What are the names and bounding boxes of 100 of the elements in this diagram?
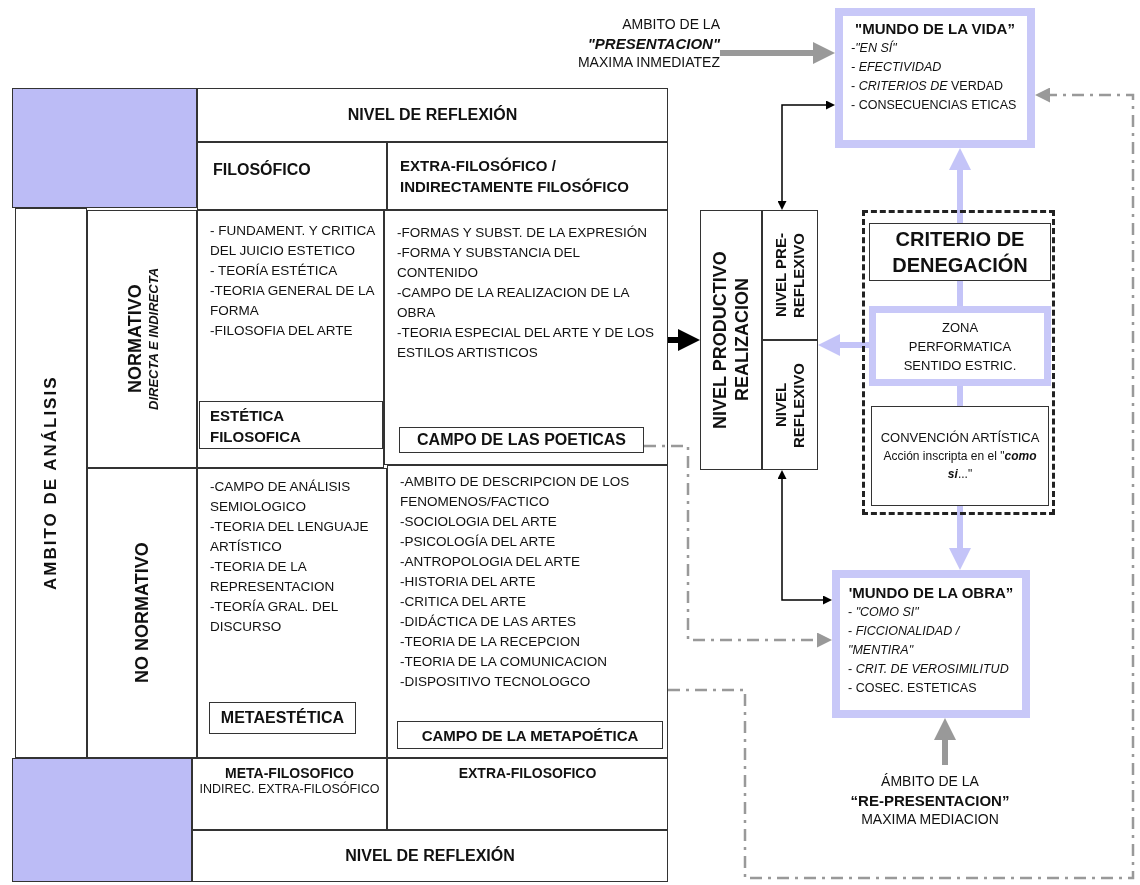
- label-text: -TEORIA DE LA COMUNICACION: [400, 653, 608, 671]
- label-text: ESTÉTICA FILOSOFICA: [210, 406, 302, 447]
- field-box: [399, 427, 644, 453]
- label-text: - FUNDAMENT. Y CRITICA DEL JUICIO ESTETICO: [210, 222, 375, 260]
- label-text: CAMPO DE LAS POETICAS: [417, 431, 626, 449]
- footer-cell: [387, 758, 668, 830]
- row-header: [15, 208, 87, 758]
- label-text: FILOSÓFICO: [213, 161, 311, 179]
- level-box: [762, 340, 818, 470]
- table-cell: [197, 210, 384, 468]
- level-box: [700, 210, 762, 470]
- criterion-box: [869, 223, 1051, 281]
- table-cell: [387, 465, 668, 758]
- label-text: EXTRA-FILOSOFICO: [458, 765, 597, 781]
- arrow: [818, 334, 869, 356]
- label-text: -TEORIA DEL LENGUAJE ARTÍSTICO: [210, 518, 370, 556]
- label-text: -PSICOLOGÍA DEL ARTE: [400, 533, 556, 551]
- level-box: [762, 210, 818, 340]
- label-text: - CONSECUENCIAS ETICAS: [851, 97, 1017, 114]
- label-text: Acción inscripta en el "como si...": [882, 448, 1038, 483]
- field-box: [199, 401, 383, 449]
- label-text: MAXIMA MEDIACION: [861, 809, 999, 829]
- arrow: [777, 470, 832, 605]
- connector-line: [957, 386, 963, 406]
- dash-dot-arrow: [668, 87, 1135, 880]
- box-heading: "MUNDO DE LA VIDA”: [855, 20, 1015, 37]
- label-text: -AMBITO DE DESCRIPCION DE LOS FENOMENOS/FACTICO: [400, 473, 631, 511]
- label-text: “RE-PRESENTACION”: [850, 790, 1010, 810]
- corner-cell: [12, 758, 192, 882]
- label-text: NIVEL DE REFLEXIÓN: [345, 847, 515, 865]
- label-text: - "COMO SI": [848, 604, 919, 621]
- label-text: NIVEL PRE-REFLEXIVO: [772, 231, 808, 320]
- label-text: -DISPOSITIVO TECNOLOGCO: [400, 673, 591, 691]
- label-text: -CRITICA DEL ARTE: [400, 593, 527, 611]
- label-text: METAESTÉTICA: [220, 709, 345, 727]
- label-text: ÁMBITO DE LA: [881, 771, 979, 791]
- label-text: - COSEC. ESTETICAS: [848, 680, 977, 697]
- label-text: ZONA PERFORMATICA SENTIDO ESTRIC.: [902, 318, 1018, 375]
- label-text: "PRESENTACION": [587, 33, 720, 53]
- arrow: [949, 506, 971, 570]
- table-cell: [197, 468, 387, 758]
- header-cell: [197, 142, 387, 210]
- label-text: -TEORIA DE LA RECEPCION: [400, 633, 581, 651]
- row-header: [87, 210, 197, 468]
- arrow: [934, 718, 956, 765]
- label-text: AMBITO DE ANÁLISIS: [41, 375, 61, 591]
- table-cell: [384, 210, 668, 465]
- world-box: [832, 570, 1030, 718]
- label-text: META-FILOSOFICO: [225, 765, 354, 781]
- label-text: NIVEL DE REFLEXIÓN: [347, 106, 518, 124]
- box-heading: 'MUNDO DE LA OBRA”: [848, 584, 1014, 601]
- label-text: -FORMA Y SUBSTANCIA DEL CONTENIDO: [397, 244, 581, 282]
- label-text: - CRIT. DE VEROSIMILITUD: [848, 661, 1009, 678]
- label-text: -TEORIA ESPECIAL DEL ARTE Y DE LOS ESTILOS ARTISTICOS: [397, 324, 656, 362]
- corner-cell: [12, 88, 197, 208]
- arrow: [949, 148, 971, 223]
- arrow: [668, 329, 700, 351]
- footer-cell: [192, 830, 668, 882]
- world-box: [835, 8, 1035, 148]
- footer-cell: [192, 758, 387, 830]
- label-text: -FILOSOFIA DEL ARTE: [210, 322, 353, 340]
- label-text: - TEORÍA ESTÉTICA: [210, 262, 338, 280]
- convention-box: [871, 406, 1049, 506]
- label-text: - EFECTIVIDAD: [851, 59, 942, 76]
- label-text: -ANTROPOLOGIA DEL ARTE: [400, 553, 581, 571]
- label-text: DIRECTA E INDIRECTA: [145, 268, 161, 411]
- label-text: NORMATIVO: [123, 284, 146, 394]
- label-text: -TEORIA GENERAL DE LA FORMA: [210, 282, 375, 320]
- label-text: MAXIMA INMEDIATEZ: [577, 52, 720, 72]
- label-text: -CAMPO DE ANÁLISIS SEMIOLOGICO: [210, 478, 352, 516]
- label-text: CAMPO DE LA METAPOÉTICA: [421, 725, 639, 746]
- arrow: [720, 42, 835, 64]
- label-text: - FICCIONALIDAD / "MENTIRA": [848, 623, 961, 659]
- label-text: - CRITERIOS DE VERDAD: [851, 78, 1004, 95]
- label-text: AMBITO DE LA: [622, 14, 720, 34]
- label-text: NIVEL REFLEXIVO: [772, 361, 808, 450]
- row-header: [87, 468, 197, 758]
- label-text: CRITERIO DE DENEGACIÓN: [891, 227, 1029, 278]
- label-text: NIVEL PRODUCTIVO REALIZACION: [709, 250, 753, 431]
- label-text: CONVENCIÓN ARTÍSTICA: [880, 429, 1040, 447]
- field-box: [397, 721, 663, 749]
- label-text: -CAMPO DE LA REALIZACION DE LA OBRA: [397, 284, 631, 322]
- label-text: -FORMAS Y SUBST. DE LA EXPRESIÓN: [397, 224, 648, 242]
- label-text: -HISTORIA DEL ARTE: [400, 573, 536, 591]
- label-text: -TEORIA DE LA REPRESENTACION: [210, 558, 336, 596]
- label-text: -"EN SÍ": [851, 39, 897, 57]
- zone-box: [869, 306, 1051, 386]
- dashed-frame: [862, 210, 1055, 515]
- arrow: [777, 100, 835, 210]
- connector-line: [957, 281, 963, 306]
- label-text: -DIDÁCTICA DE LAS ARTES: [400, 613, 577, 631]
- label-text: INDIREC. EXTRA-FILOSÓFICO: [199, 781, 380, 797]
- field-box: [209, 702, 356, 734]
- label-text: EXTRA-FILOSÓFICO / INDIRECTAMENTE FILOSÓFICO: [400, 156, 630, 197]
- label-text: -TEORÍA GRAL. DEL DISCURSO: [210, 598, 339, 636]
- header-cell: [197, 88, 668, 142]
- dash-dot-arrow: [644, 444, 832, 648]
- header-cell: [387, 142, 668, 210]
- label-text: NO NORMATIVO: [131, 542, 153, 684]
- label-text: -SOCIOLOGIA DEL ARTE: [400, 513, 557, 531]
